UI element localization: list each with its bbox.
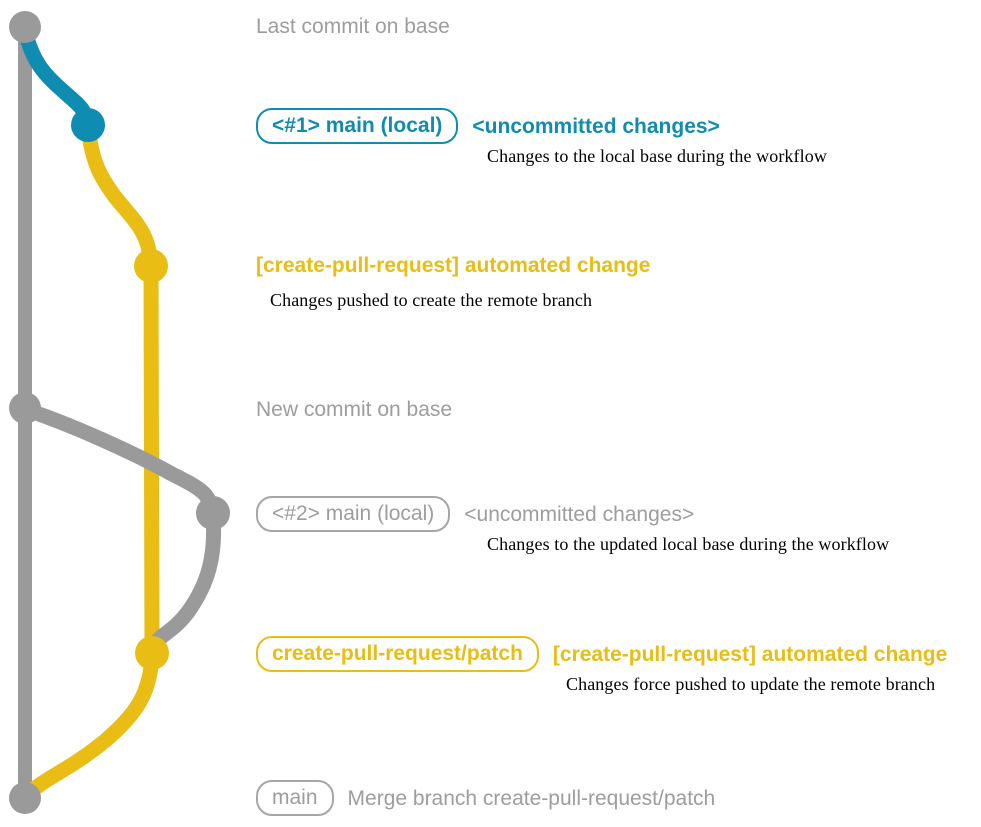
branch-badge-local-2[interactable]: <#2> main (local) (256, 496, 451, 532)
commit-row-local-2: <#2> main (local) <uncommitted changes> (256, 496, 694, 532)
node-new-commit-on-base (9, 392, 41, 424)
commit-message-merge: Merge branch create-pull-request/patch (347, 786, 716, 810)
commit-message-automated-1: [create-pull-request] automated change (256, 254, 651, 277)
edge-new-base-to-local-2 (19, 402, 221, 521)
branch-badge-local-1[interactable]: <#1> main (local) (256, 108, 459, 144)
node-local-1 (71, 108, 105, 142)
commit-message-local-1: <uncommitted changes> (472, 114, 720, 138)
commit-message-new-commit-on-base: New commit on base (256, 398, 453, 421)
edge-base-to-local-1 (17, 22, 96, 133)
node-local-2 (196, 496, 230, 530)
commit-row-local-1: <#1> main (local) <uncommitted changes> (256, 108, 720, 144)
branch-badge-main[interactable]: main (256, 780, 334, 816)
commit-row-merge: main Merge branch create-pull-request/pa… (256, 780, 715, 816)
edge-local-2-to-automated-2 (144, 508, 222, 661)
commit-note-local-2: Changes to the updated local base during… (487, 534, 890, 554)
commit-message-automated-2: [create-pull-request] automated change (552, 642, 948, 666)
commit-note-automated-2: Changes force pushed to update the remot… (566, 674, 936, 694)
commit-message-local-2: <uncommitted changes> (464, 502, 695, 526)
node-last-commit-on-base (9, 11, 41, 43)
edge-local-1-to-automated-1 (80, 120, 159, 274)
edge-automated-2-to-merge (18, 648, 160, 804)
commit-message-last-commit-on-base: Last commit on base (256, 15, 450, 38)
node-automated-1 (134, 249, 168, 283)
commit-note-local-1: Changes to the local base during the wor… (487, 146, 827, 166)
node-automated-2 (135, 636, 169, 670)
commit-row-automated-2: create-pull-request/patch [create-pull-r… (256, 636, 947, 672)
node-merge (9, 782, 41, 814)
branch-badge-patch[interactable]: create-pull-request/patch (256, 636, 539, 672)
commit-note-automated-1: Changes pushed to create the remote bran… (270, 290, 593, 310)
